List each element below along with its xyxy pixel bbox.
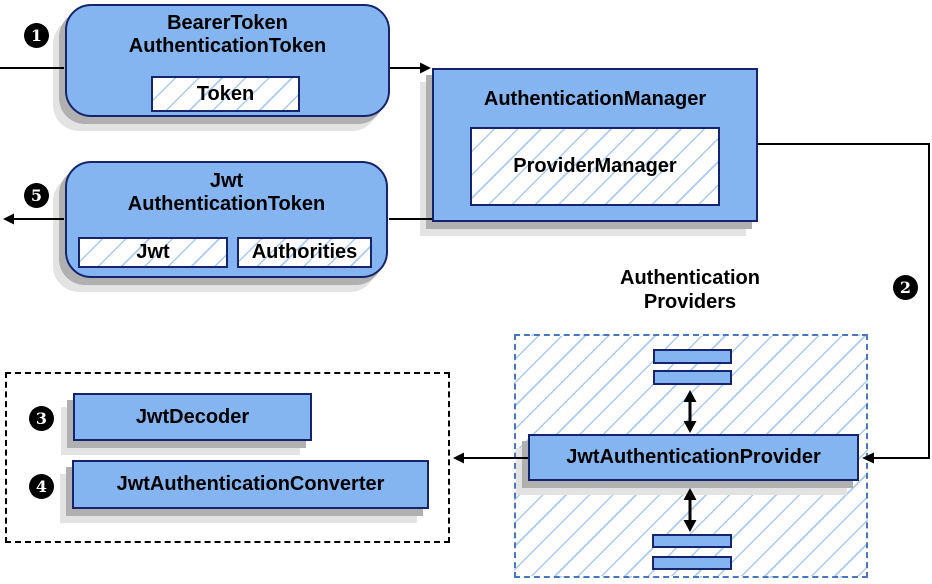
provider-list-bar	[652, 556, 732, 570]
step-2-number: 2	[899, 277, 912, 297]
step-1-badge: 1	[24, 23, 49, 48]
jwt-authentication-converter-label: JwtAuthenticationConverter	[116, 473, 385, 495]
jwt-authentication-converter-node: JwtAuthenticationConverter	[72, 460, 429, 509]
step-2-badge: 2	[893, 275, 918, 300]
jwt-decoder-node: JwtDecoder	[73, 393, 312, 441]
authorities-chip: Authorities	[237, 237, 372, 268]
bearer-token-node-title: BearerToken AuthenticationToken	[67, 12, 388, 58]
provider-manager-chip-label: ProviderManager	[513, 155, 677, 177]
jwt-authentication-provider-label: JwtAuthenticationProvider	[566, 446, 821, 468]
provider-manager-chip: ProviderManager	[470, 127, 720, 206]
authentication-manager-title: AuthenticationManager	[483, 88, 707, 110]
jwt-chip-label: Jwt	[136, 241, 170, 263]
jwt-chip: Jwt	[78, 237, 228, 268]
step-3-number: 3	[35, 408, 48, 428]
token-chip: Token	[151, 76, 300, 112]
authentication-providers-label: Authentication Providers	[540, 266, 840, 314]
jwt-authentication-provider-node: JwtAuthenticationProvider	[528, 434, 859, 481]
step-5-number: 5	[30, 185, 43, 205]
outgoing-result-arrowhead	[3, 213, 14, 225]
jwt-decoder-label: JwtDecoder	[135, 405, 250, 428]
provider-list-bar	[652, 534, 732, 548]
bearer-token-title-line1: BearerToken	[167, 12, 288, 34]
step-1-number: 1	[30, 25, 43, 45]
step-4-badge: 4	[29, 474, 54, 499]
bearer-token-title-line2: AuthenticationToken	[128, 35, 327, 57]
step-4-number: 4	[35, 476, 48, 496]
step-5-badge: 5	[24, 183, 49, 208]
bearer-to-manager-arrowhead	[420, 62, 431, 74]
jwt-token-node-title: Jwt AuthenticationToken	[67, 170, 386, 216]
jwt-token-title-line1: Jwt	[209, 170, 244, 192]
provider-list-bar	[653, 370, 732, 385]
jwt-token-title-line2: AuthenticationToken	[127, 193, 326, 215]
authentication-providers-label-line2: Providers	[643, 291, 737, 313]
step-3-badge: 3	[29, 406, 54, 431]
authentication-providers-label-line1: Authentication	[620, 267, 760, 289]
authorities-chip-label: Authorities	[251, 241, 358, 263]
token-chip-label: Token	[196, 82, 255, 105]
provider-list-bar	[653, 349, 732, 364]
provider-to-components-arrowhead	[453, 452, 464, 464]
